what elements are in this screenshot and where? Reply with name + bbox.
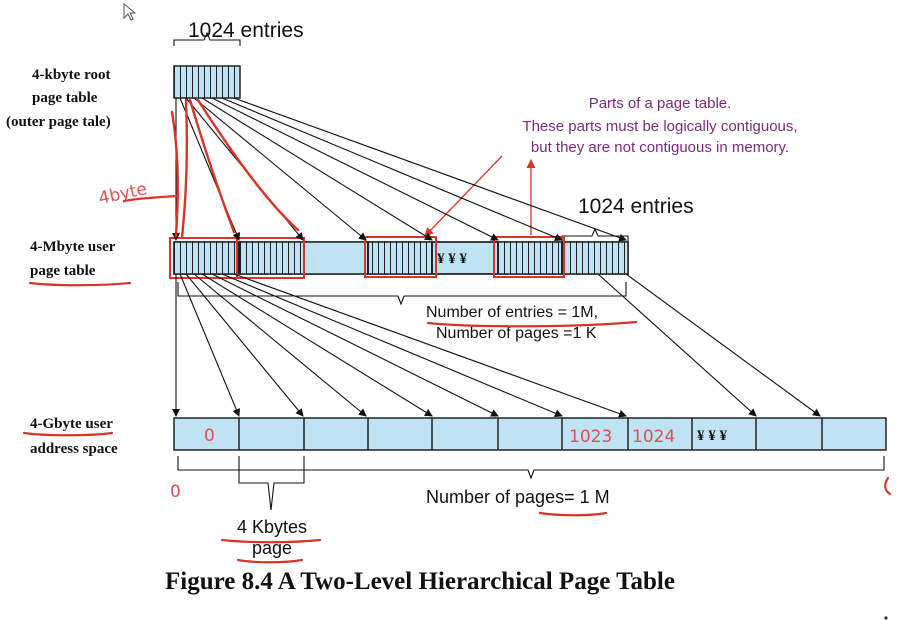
user-address-space	[173, 417, 887, 451]
contiguity-annotation: Parts of a page table. These parts must …	[522, 95, 797, 156]
svg-text:page table: page table	[32, 90, 98, 106]
svg-text:4byte: 4byte	[97, 179, 149, 209]
address-space-ellipsis: ¥ ¥ ¥	[697, 428, 728, 444]
annotation-arrow-left	[424, 155, 503, 237]
svg-text:These parts must be logically: These parts must be logically contiguous…	[522, 118, 797, 135]
root-page-table-label: 4-kbyte root page table (outer page tale…	[6, 67, 111, 130]
mouse-cursor-icon	[123, 2, 137, 21]
user-page-table-label: 4-Mbyte user page table	[30, 239, 116, 279]
svg-text:4-Gbyte user: 4-Gbyte user	[30, 416, 113, 432]
svg-text:0: 0	[170, 482, 181, 502]
pages-count-page-table: Number of pages =1 K	[436, 325, 597, 342]
address-space-brace	[177, 456, 885, 480]
page-table-to-address-space-arrows	[172, 273, 821, 418]
svg-text:1023: 1023	[569, 427, 612, 447]
svg-text:but they are not contiguous in: but they are not contiguous in memory.	[531, 139, 789, 156]
svg-text:(outer page tale): (outer page tale)	[6, 114, 111, 130]
svg-text:4-Mbyte user: 4-Mbyte user	[30, 239, 116, 255]
user-page-table-brace	[177, 282, 627, 306]
user-page-table	[173, 241, 629, 275]
figure-caption: Figure 8.4 A Two-Level Hierarchical Page…	[165, 568, 675, 595]
top-entries-brace	[173, 31, 241, 46]
address-space-label: 4-Gbyte user address space	[30, 416, 118, 457]
right-entries-label: 1024 entries	[578, 195, 694, 218]
svg-text:address space: address space	[30, 441, 118, 457]
edge-dot	[884, 616, 888, 620]
pages-count-address-space: Number of pages= 1 M	[426, 487, 610, 507]
root-page-table	[173, 65, 241, 99]
svg-text:0: 0	[204, 426, 215, 446]
page-size-brace	[238, 456, 305, 511]
right-entries-brace	[561, 227, 629, 242]
top-entries-label: 1024 entries	[188, 19, 304, 42]
svg-text:1024: 1024	[632, 427, 675, 447]
user-page-table-ellipsis: ¥ ¥ ¥	[437, 251, 468, 267]
svg-text:Parts of a page table.: Parts of a page table.	[589, 95, 732, 112]
page-size-label: 4 Kbytes	[237, 517, 307, 537]
entries-count: Number of entries = 1M,	[426, 304, 598, 321]
svg-text:page table: page table	[30, 263, 96, 279]
svg-text:4-kbyte root: 4-kbyte root	[32, 67, 110, 83]
